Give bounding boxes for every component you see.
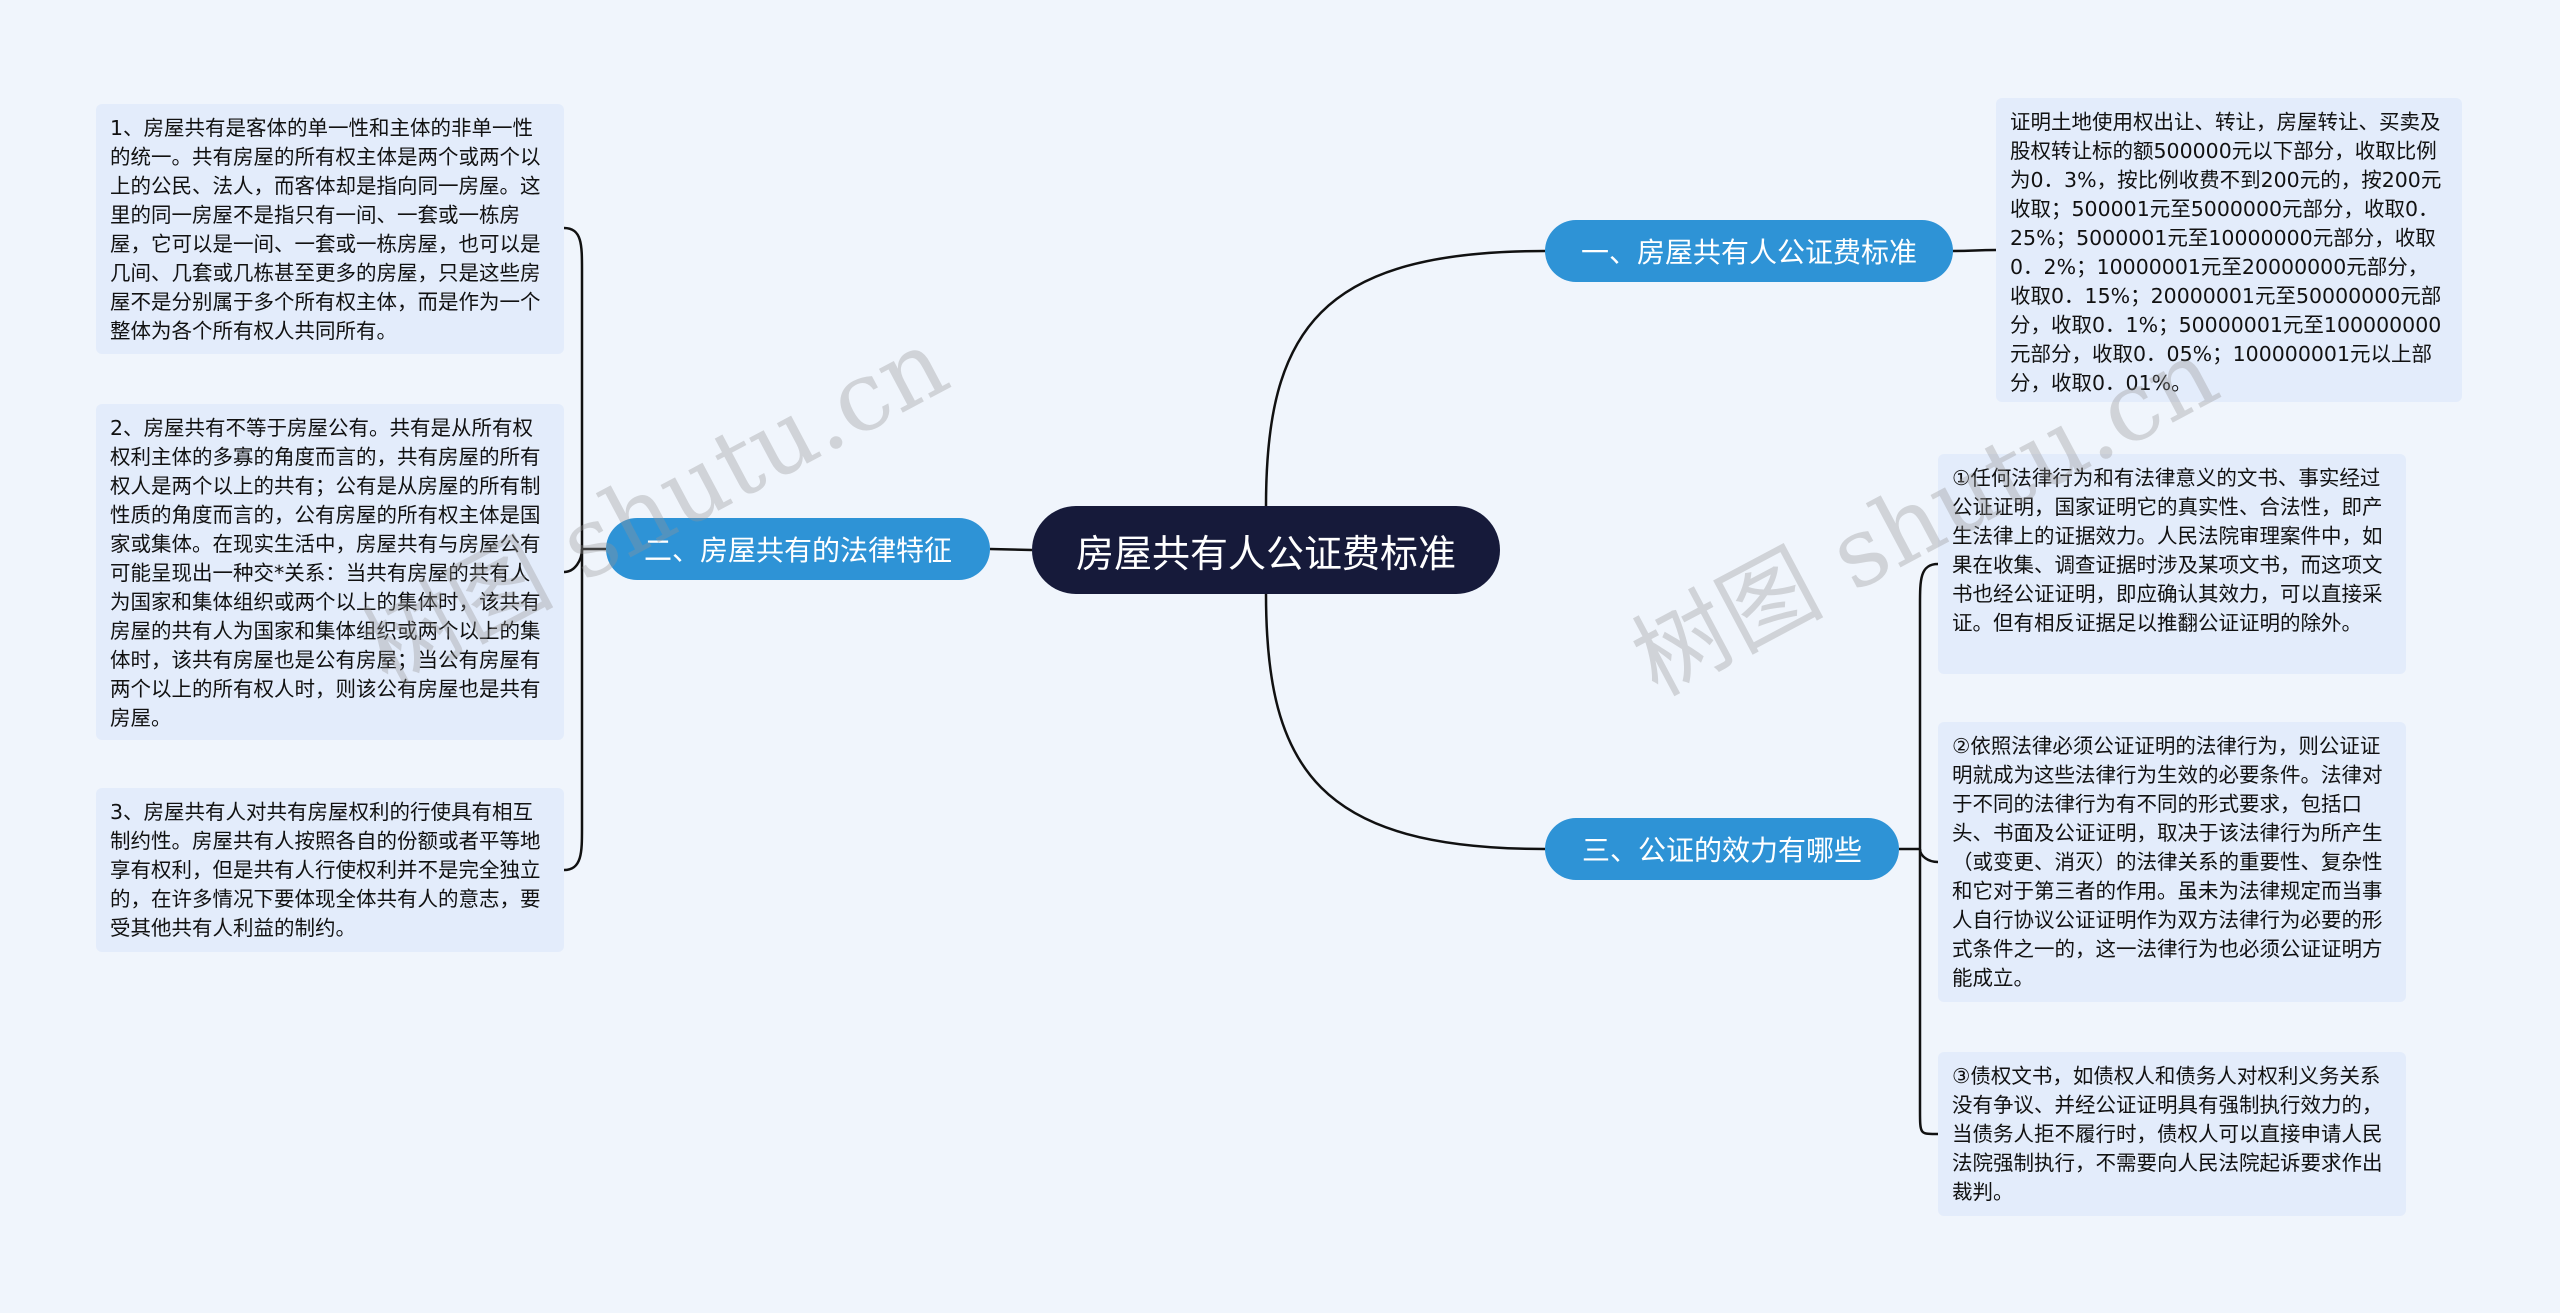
- leaf-node-fee-detail[interactable]: 证明土地使用权出让、转让，房屋转让、买卖及股权转让标的额500000元以下部分，…: [1996, 98, 2462, 402]
- connector-b3-mid: [1918, 848, 1939, 864]
- leaf-node-effect-2[interactable]: ②依照法律必须公证证明的法律行为，则公证证明就成为这些法律行为生效的必要条件。法…: [1938, 722, 2406, 1002]
- root-label: 房屋共有人公证费标准: [1075, 531, 1456, 576]
- connector-root-b1: [1264, 249, 1546, 507]
- connector-b2-bracket: [563, 226, 584, 872]
- branch-label: 二、房屋共有的法律特征: [643, 534, 952, 567]
- leaf-node-feature-1[interactable]: 1、房屋共有是客体的单一性和主体的非单一性的统一。共有房屋的所有权主体是两个或两…: [96, 104, 564, 354]
- branch-node-fee-standard[interactable]: 一、房屋共有人公证费标准: [1545, 220, 1953, 282]
- branch-label: 三、公证的效力有哪些: [1581, 834, 1862, 867]
- connector-b2-mid: [563, 548, 584, 574]
- connector-b1-leaf: [1952, 248, 1997, 253]
- branch-node-notary-effect[interactable]: 三、公证的效力有哪些: [1545, 818, 1899, 880]
- connector-root-b2: [989, 547, 1033, 552]
- leaf-node-feature-3[interactable]: 3、房屋共有人对共有房屋权利的行使具有相互制约性。房屋共有人按照各自的份额或者平…: [96, 788, 564, 952]
- branch-label: 一、房屋共有人公证费标准: [1580, 236, 1917, 269]
- connector-b3-bracket: [1918, 562, 1939, 1136]
- branch-node-legal-features[interactable]: 二、房屋共有的法律特征: [606, 518, 990, 580]
- leaf-node-feature-2[interactable]: 2、房屋共有不等于房屋公有。共有是从所有权权利主体的多寡的角度而言的，共有房屋的…: [96, 404, 564, 740]
- leaf-node-effect-1[interactable]: ①任何法律行为和有法律意义的文书、事实经过公证证明，国家证明它的真实性、合法性，…: [1938, 454, 2406, 674]
- root-node[interactable]: 房屋共有人公证费标准: [1032, 506, 1500, 594]
- connector-root-b3: [1264, 593, 1546, 851]
- leaf-node-effect-3[interactable]: ③债权文书，如债权人和债务人对权利义务关系没有争议、并经公证证明具有强制执行效力…: [1938, 1052, 2406, 1216]
